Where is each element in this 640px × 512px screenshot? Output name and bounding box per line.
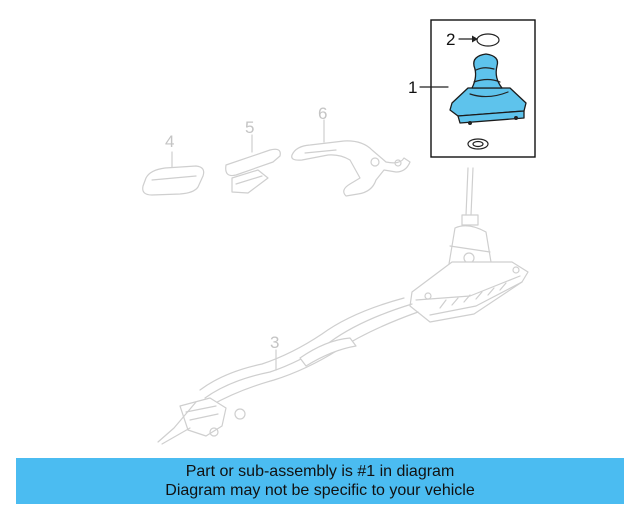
banner-line-disclaimer: Diagram may not be specific to your vehi… [165, 482, 475, 499]
part-2-seal-ring [458, 33, 500, 47]
callout-2: 2 [446, 30, 455, 49]
part-1-shift-boot [419, 53, 527, 150]
callout-1: 1 [408, 78, 417, 97]
callout-6: 6 [318, 104, 327, 123]
part-5-bracket [225, 134, 281, 194]
callout-3: 3 [270, 333, 279, 352]
part-3-shift-cables [157, 297, 419, 445]
shifter-assembly [409, 167, 529, 323]
callout-4: 4 [165, 132, 174, 151]
part-6-brake-lever [291, 119, 411, 197]
banner-line-part-number: Part or sub-assembly is #1 in diagram [185, 463, 455, 480]
part-4-handle-cover [142, 151, 205, 196]
callout-5: 5 [245, 118, 254, 137]
info-banner: Part or sub-assembly is #1 in diagram Di… [16, 458, 624, 504]
